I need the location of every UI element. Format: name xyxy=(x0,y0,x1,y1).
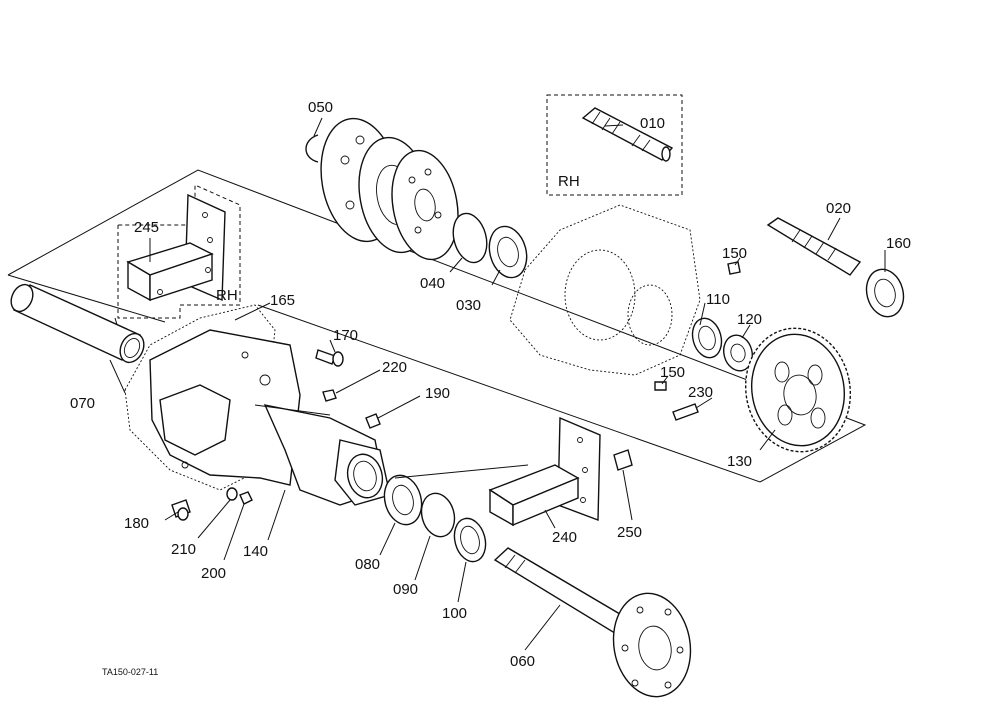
part-label-200: 220 xyxy=(382,359,407,376)
axle-060 xyxy=(493,547,692,698)
bearing-080 xyxy=(383,474,423,526)
part-label-120: 120 xyxy=(737,311,762,328)
shaft-020 xyxy=(766,217,862,276)
plug-200 xyxy=(322,389,337,402)
part-label-090: 090 xyxy=(393,581,418,598)
gear-130 xyxy=(744,327,852,453)
case-cover xyxy=(509,204,701,376)
bearing-110 xyxy=(691,317,723,359)
seal-100 xyxy=(453,517,487,563)
fitting-250 xyxy=(613,449,633,471)
part-label-130: 130 xyxy=(727,453,752,470)
gasket-165 xyxy=(124,304,276,491)
bracket-245 xyxy=(126,193,226,302)
snap-ring-040 xyxy=(452,212,488,264)
part-label-020: 020 xyxy=(826,200,851,217)
part-label-190: 190 xyxy=(425,385,450,402)
pin-150a xyxy=(727,261,741,275)
bearing-160 xyxy=(865,268,905,318)
part-label-160: 160 xyxy=(886,235,911,252)
bracket-240 xyxy=(488,416,601,527)
stud-210 xyxy=(672,403,699,421)
plug-190 xyxy=(365,413,381,429)
nut-220 xyxy=(239,491,253,505)
rh-box-top xyxy=(546,94,683,196)
part-label-070: 070 xyxy=(70,395,95,412)
part-label-220: 200 xyxy=(201,565,226,582)
rh-label-top: RH xyxy=(558,173,580,190)
rh-box-left xyxy=(117,184,241,319)
bolt-170 xyxy=(315,349,344,367)
pin-150b xyxy=(654,381,667,391)
part-label-150a: 150 xyxy=(722,245,747,262)
snap-ring-090 xyxy=(420,492,456,538)
part-label-245: 245 xyxy=(134,219,159,236)
part-label-180: 180 xyxy=(124,515,149,532)
tube-070 xyxy=(10,283,145,364)
spring-clip-050 xyxy=(305,134,319,163)
figure-code: TA150-027-11 xyxy=(102,667,158,677)
shaft-010 xyxy=(581,107,674,162)
part-label-170: 170 xyxy=(333,327,358,344)
housing-140 xyxy=(149,329,391,506)
part-label-150b: 150 xyxy=(660,364,685,381)
part-label-140: 140 xyxy=(243,543,268,560)
part-label-230: 210 xyxy=(171,541,196,558)
plate-050c xyxy=(391,149,459,261)
part-label-050: 050 xyxy=(308,99,333,116)
part-label-165: 165 xyxy=(270,292,295,309)
part-label-110: 110 xyxy=(706,291,730,308)
part-label-060: 060 xyxy=(510,653,535,670)
part-label-250: 250 xyxy=(617,524,642,541)
bearing-030 xyxy=(488,225,528,279)
part-label-030: 030 xyxy=(456,297,481,314)
part-label-080: 080 xyxy=(355,556,380,573)
washer-230 xyxy=(226,487,238,501)
part-label-040: 040 xyxy=(420,275,445,292)
collar-120 xyxy=(722,334,754,372)
part-label-210: 230 xyxy=(688,384,713,401)
rh-label-left: RH xyxy=(216,287,238,304)
part-label-100: 100 xyxy=(442,605,467,622)
leader-lines xyxy=(109,117,886,651)
bolt-180 xyxy=(171,499,191,521)
part-label-240: 240 xyxy=(552,529,577,546)
part-label-010: 010 xyxy=(640,115,665,132)
